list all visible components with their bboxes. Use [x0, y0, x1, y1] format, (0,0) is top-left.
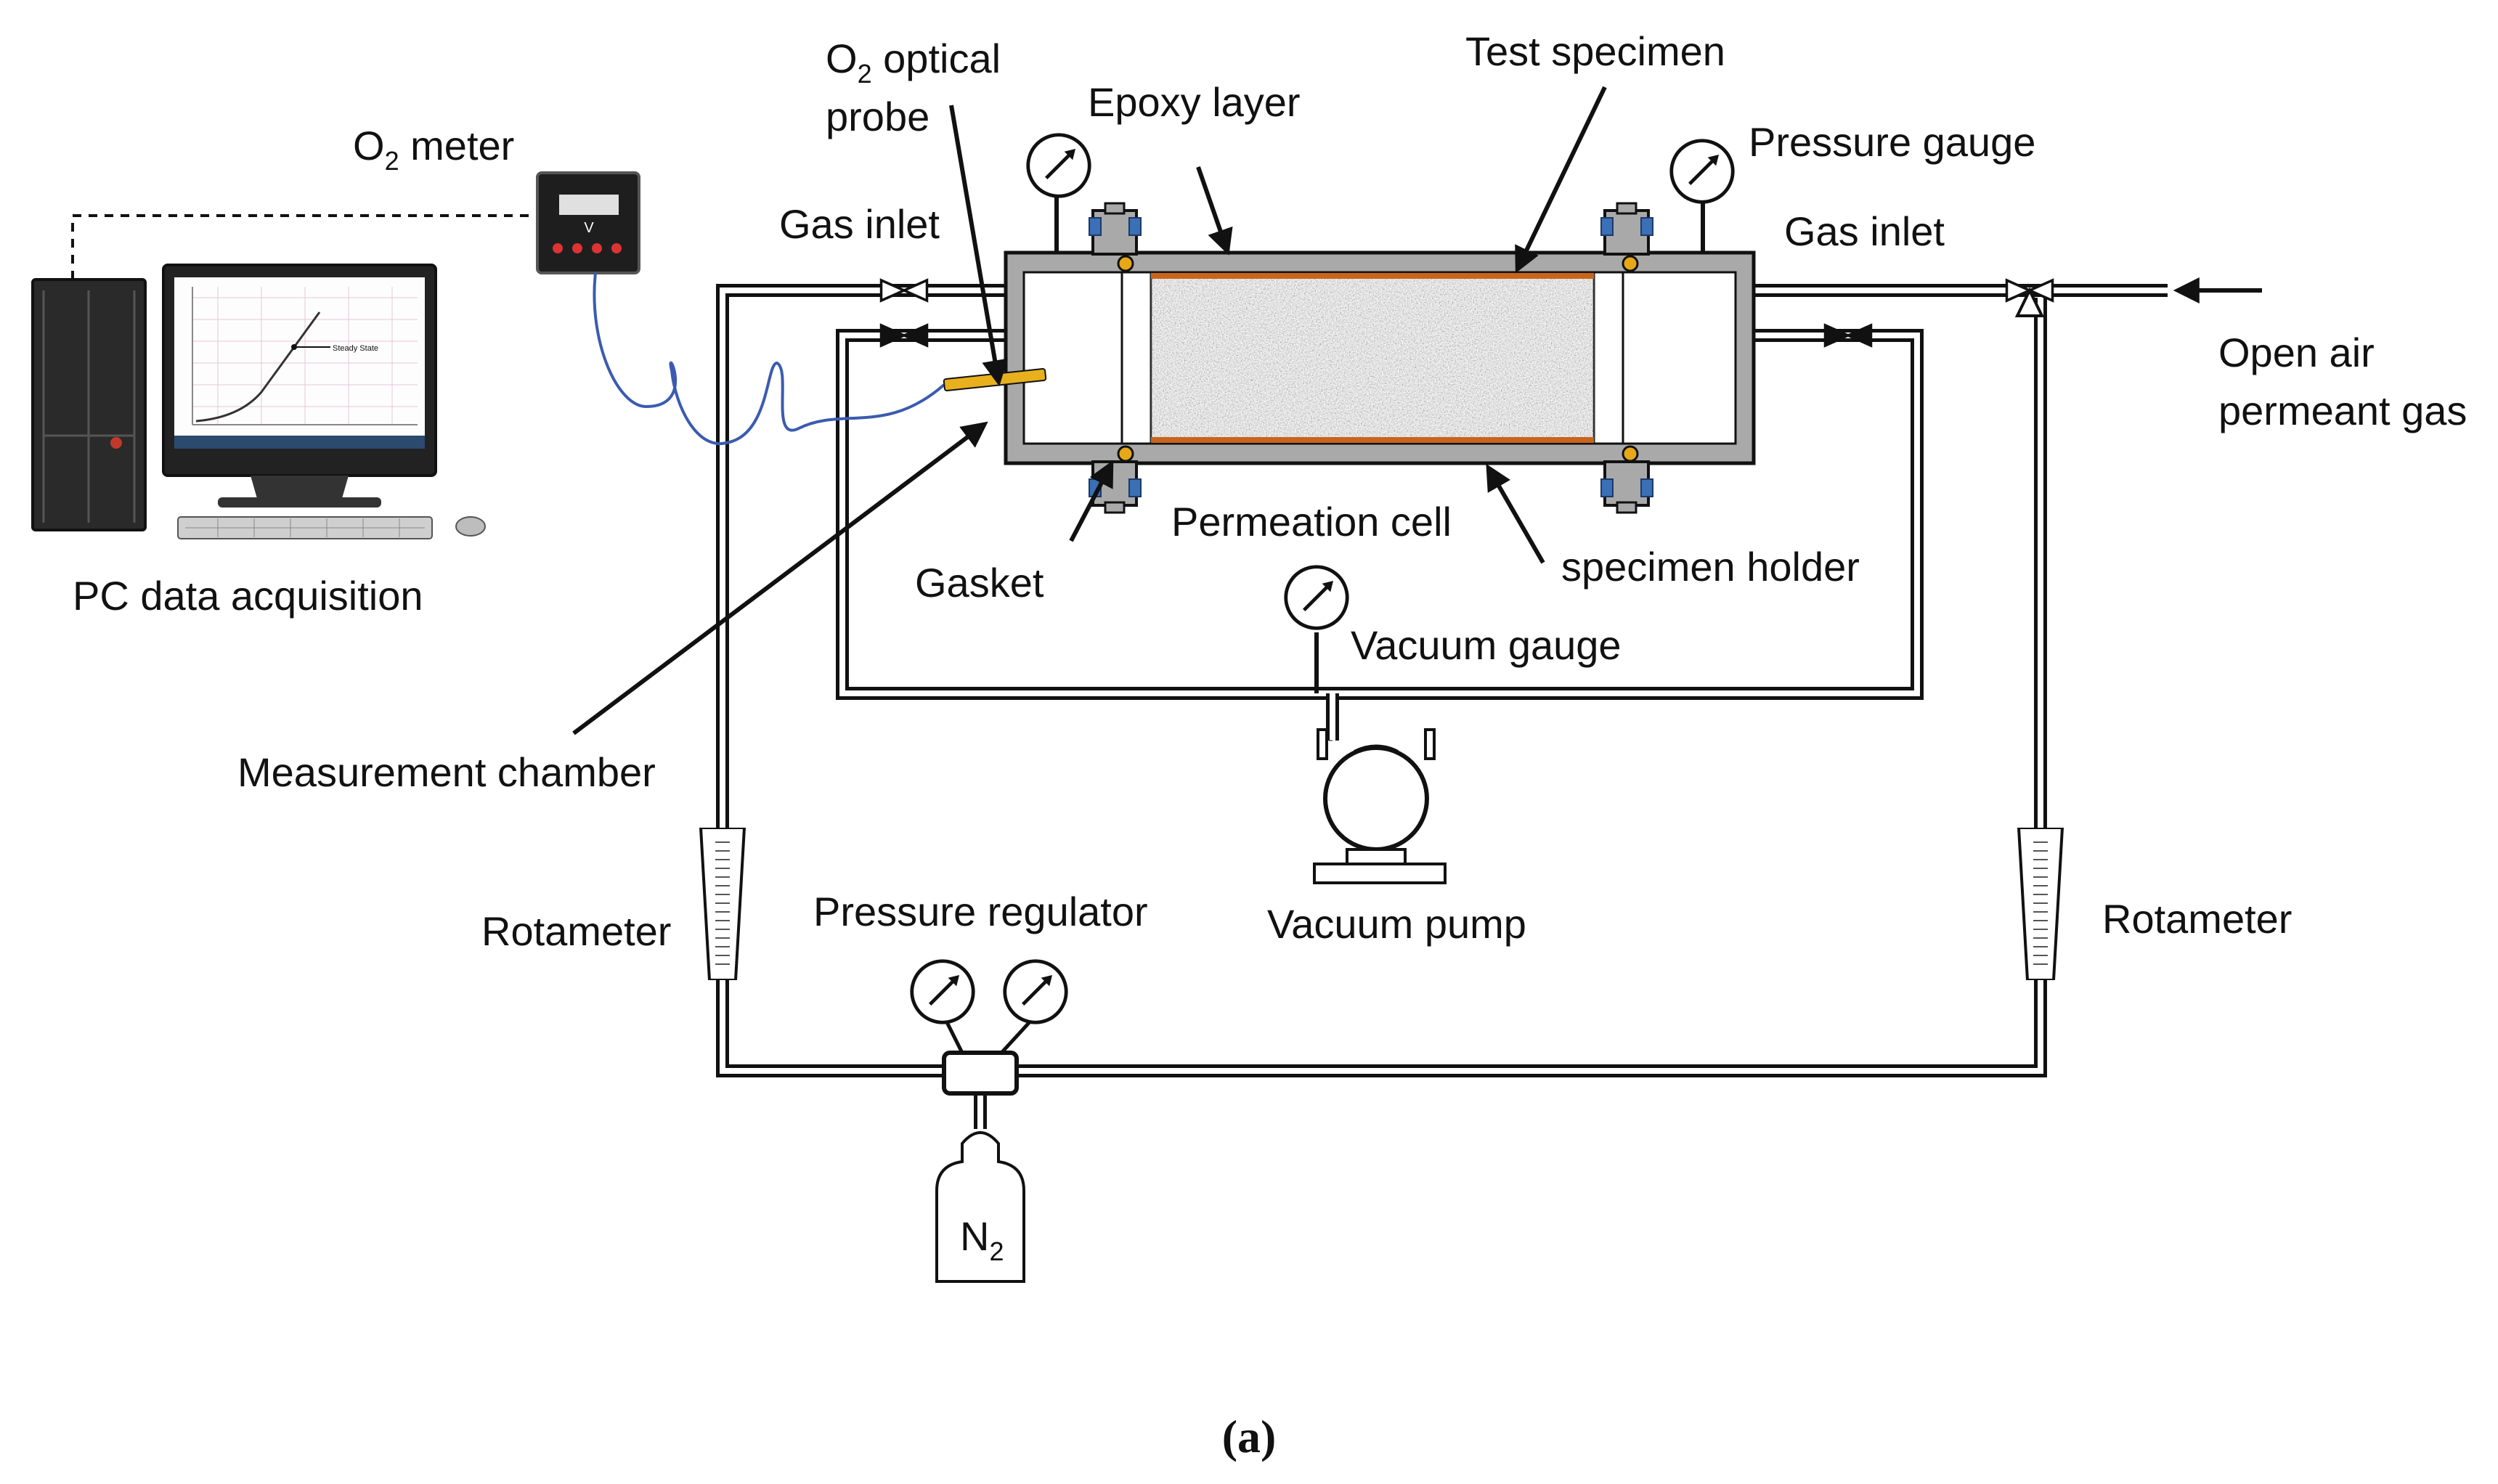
data-cable: [71, 214, 541, 280]
vacuum-valve-left: [879, 324, 929, 347]
pc-tower: [31, 278, 147, 531]
epoxy-layer-label: Epoxy layer: [1088, 79, 1301, 125]
open-air-label-line1: Open air: [2218, 330, 2375, 375]
permeation-cell-label: Permeation cell: [1171, 499, 1452, 545]
three-way-valve: [2005, 279, 2054, 317]
test-specimen: [1150, 274, 1595, 442]
test-specimen-label: Test specimen: [1465, 28, 1725, 74]
monitor-plot: Steady State: [192, 287, 418, 425]
figure-caption: (a): [1222, 1411, 1277, 1462]
rotameter-right-device: [2019, 828, 2062, 980]
piping: [716, 284, 2168, 1129]
permeation-cell: [1004, 196, 1756, 514]
rotameter-left-device: [701, 828, 744, 980]
o2-meter-device: V: [536, 171, 640, 274]
epoxy-layer-bottom: [1151, 437, 1594, 443]
rotameter-left-label: Rotameter: [481, 908, 671, 954]
vacuum-valve-right: [1823, 324, 1873, 347]
gasket-label: Gasket: [915, 560, 1044, 606]
mouse-icon: [455, 516, 486, 537]
fiber-optic-cable: [593, 272, 945, 446]
vacuum-gauge: [1286, 567, 1347, 628]
open-air-label-line2: permeant gas: [2218, 388, 2467, 433]
gas-inlet-right-label: Gas inlet: [1784, 208, 1945, 254]
gas-inlet-valve-left: [879, 279, 929, 302]
pointer-arrows: [572, 86, 1607, 735]
vacuum-pump-device: [1313, 728, 1447, 884]
pressure-gauge-label: Pressure gauge: [1749, 119, 2035, 165]
n2-cylinder: [935, 1131, 1025, 1283]
specimen-holder-label: specimen holder: [1561, 544, 1860, 590]
keyboard: [177, 516, 433, 539]
pressure-regulator-label: Pressure regulator: [813, 889, 1148, 934]
vacuum-pump-label: Vacuum pump: [1267, 901, 1526, 947]
pc-monitor: [162, 264, 437, 507]
n2-label: N2: [960, 1213, 1004, 1266]
vacuum-gauge-label: Vacuum gauge: [1351, 622, 1622, 668]
o2-probe-label: O2 optical: [826, 36, 1001, 89]
o2-meter-display: V: [584, 220, 594, 236]
pressure-regulator-device: [912, 961, 1066, 1096]
gaskets: [1117, 255, 1639, 462]
gas-inlet-left-label: Gas inlet: [779, 201, 940, 247]
pressure-gauge-left: [1028, 135, 1089, 196]
o2-probe-label-line2: probe: [826, 94, 929, 139]
epoxy-layer-top: [1151, 273, 1594, 279]
measurement-chamber-label: Measurement chamber: [237, 749, 656, 795]
pc-data-acquisition-label: PC data acquisition: [73, 573, 423, 619]
o2-meter-label: O2 meter: [353, 123, 514, 176]
pressure-gauge-right: [1672, 141, 1733, 202]
monitor-plot-annotation: Steady State: [333, 344, 378, 353]
rotameter-right-label: Rotameter: [2102, 896, 2292, 942]
